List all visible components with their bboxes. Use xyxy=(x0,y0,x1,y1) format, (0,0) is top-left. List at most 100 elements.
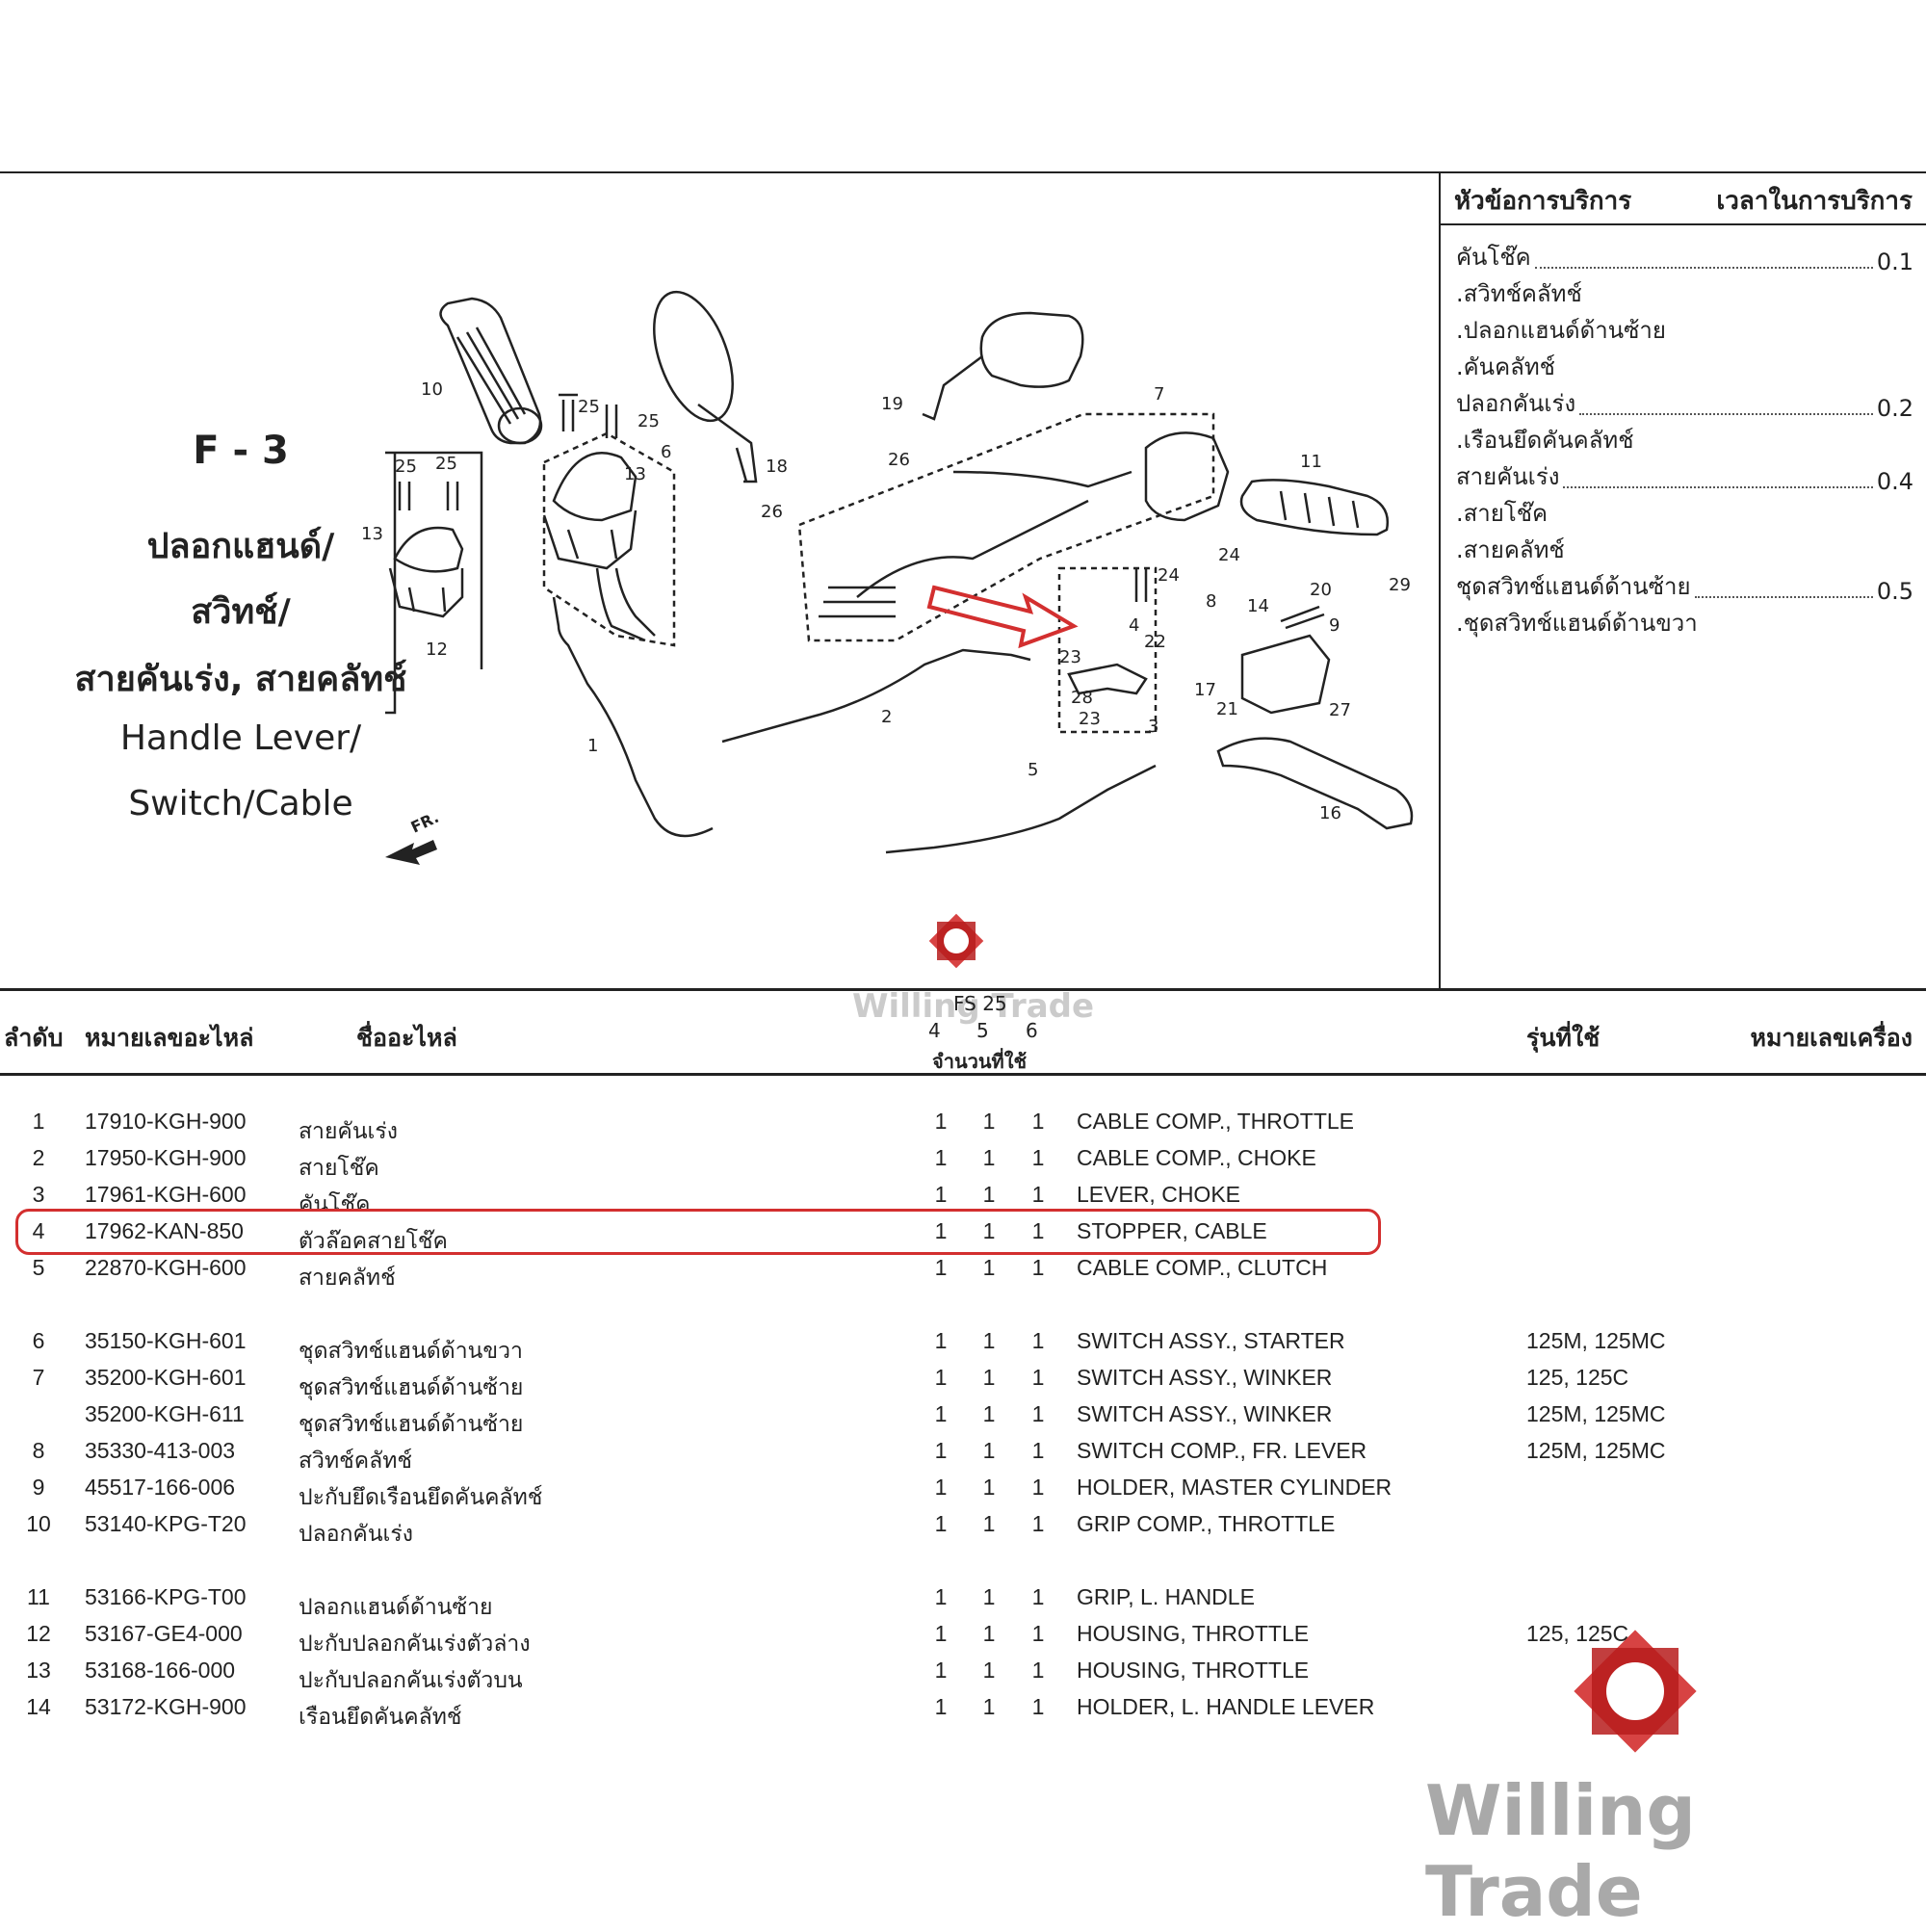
callout: 23 xyxy=(1079,709,1101,729)
callout-numbers: 1 2 3 4 5 6 7 8 9 10 11 12 13 13 14 16 1… xyxy=(361,379,1411,823)
service-item: .ชุดสวิทช์แฮนด์ด้านขวา xyxy=(1456,610,1698,637)
callout: 27 xyxy=(1329,700,1351,720)
brand-logo-small xyxy=(928,913,984,969)
col-header-qty-label: จำนวนที่ใช้ xyxy=(932,1050,1028,1073)
table-header-rule xyxy=(0,1073,1926,1076)
service-item: .สายโช๊ค xyxy=(1456,500,1549,527)
callout: 18 xyxy=(766,457,788,477)
callout: 7 xyxy=(1154,384,1164,405)
callout: 25 xyxy=(395,457,417,477)
front-marker-label: FR. xyxy=(408,808,442,837)
col-header-engine-no: หมายเลขเครื่อง xyxy=(1750,1024,1913,1052)
callout: 17 xyxy=(1194,680,1216,700)
brand-logo-large xyxy=(1574,1630,1697,1753)
pointer-arrow xyxy=(926,585,1079,649)
callout: 10 xyxy=(421,379,443,400)
col-header-part-no: หมายเลขอะไหล่ xyxy=(85,1024,254,1052)
callout: 13 xyxy=(361,524,383,544)
col-header-qty-6: 6 xyxy=(1026,1019,1038,1042)
service-item: .สวิทช์คลัทช์ xyxy=(1456,280,1582,307)
left-grip-drawing xyxy=(1239,479,1390,536)
callout: 16 xyxy=(1319,803,1341,823)
service-item: .เรือนยึดคันคลัทช์ xyxy=(1456,427,1634,454)
col-header-qty-5: 5 xyxy=(976,1019,989,1042)
service-item: .คันคลัทช์ xyxy=(1456,353,1555,380)
brand-watermark-small: Willing Trade xyxy=(852,987,1095,1026)
table-top-rule xyxy=(0,988,1926,991)
callout: 5 xyxy=(1028,760,1038,780)
service-time-header: เวลาในการบริการ xyxy=(1716,187,1913,216)
figure-title-en-2: Switch/Cable xyxy=(128,784,353,823)
service-item: .ปลอกแฮนด์ด้านซ้าย xyxy=(1456,317,1666,344)
callout: 24 xyxy=(1218,545,1240,565)
callout: 1 xyxy=(587,736,598,756)
callout: 25 xyxy=(578,397,600,417)
figure-code: F - 3 xyxy=(193,429,289,473)
callout: 26 xyxy=(888,450,910,470)
callout: 13 xyxy=(624,464,646,484)
exploded-parts-diagram: FR. 1 2 3 4 5 6 7 8 9 10 11 12 13 13 14 … xyxy=(361,290,1414,865)
service-header-rule xyxy=(1441,223,1926,225)
callout: 24 xyxy=(1158,565,1180,586)
callout: 14 xyxy=(1247,596,1269,616)
callout: 26 xyxy=(761,502,783,522)
clutch-cable-drawing xyxy=(885,764,1157,854)
left-throttle-housing-drawing xyxy=(385,451,483,715)
figure-title-th-2: สวิทช์/ xyxy=(191,592,291,632)
throttle-cable-drawing xyxy=(552,596,714,838)
col-header-no: ลำดับ xyxy=(4,1024,64,1052)
front-arrow-icon xyxy=(385,840,437,865)
callout: 28 xyxy=(1071,688,1093,708)
callout: 3 xyxy=(1148,717,1158,737)
clutch-holder-drawing xyxy=(1240,634,1331,715)
row-highlight-outline xyxy=(15,1209,1381,1255)
choke-lever-box-drawing xyxy=(1057,566,1158,734)
bolts-drawing xyxy=(398,393,1325,630)
callout: 11 xyxy=(1300,452,1322,472)
callout: 23 xyxy=(1059,647,1081,667)
clutch-lever-drawing xyxy=(1216,737,1414,830)
callout: 4 xyxy=(1129,615,1139,636)
left-switch-housing-drawing xyxy=(542,431,676,647)
col-header-qty-model: FS 25 xyxy=(953,992,1007,1015)
choke-lever-drawing xyxy=(1067,663,1148,695)
col-header-models: รุ่นที่ใช้ xyxy=(1526,1024,1601,1052)
top-rule xyxy=(0,171,1926,173)
callout: 6 xyxy=(661,442,671,462)
left-mirror-drawing xyxy=(653,290,758,483)
figure-title-th-3: สายคันเร่ง, สายคลัทช์ xyxy=(74,660,407,699)
callout: 8 xyxy=(1206,591,1216,612)
callout: 25 xyxy=(638,411,660,431)
service-topic-header: หัวข้อการบริการ xyxy=(1454,187,1632,216)
callout: 22 xyxy=(1144,632,1166,652)
callout: 21 xyxy=(1216,699,1238,719)
service-item: .สายคลัทช์ xyxy=(1456,536,1565,563)
choke-cable-drawing xyxy=(721,648,1031,744)
figure-title-th-1: ปลอกแฮนด์/ xyxy=(146,527,335,566)
panel-divider xyxy=(1439,171,1441,990)
callout: 9 xyxy=(1329,615,1340,636)
throttle-grip-drawing xyxy=(439,297,543,445)
right-mirror-drawing xyxy=(922,311,1084,421)
callout: 19 xyxy=(881,394,903,414)
callout: 2 xyxy=(881,707,892,727)
right-switch-housing-drawing xyxy=(797,412,1230,642)
callout: 29 xyxy=(1389,575,1411,595)
